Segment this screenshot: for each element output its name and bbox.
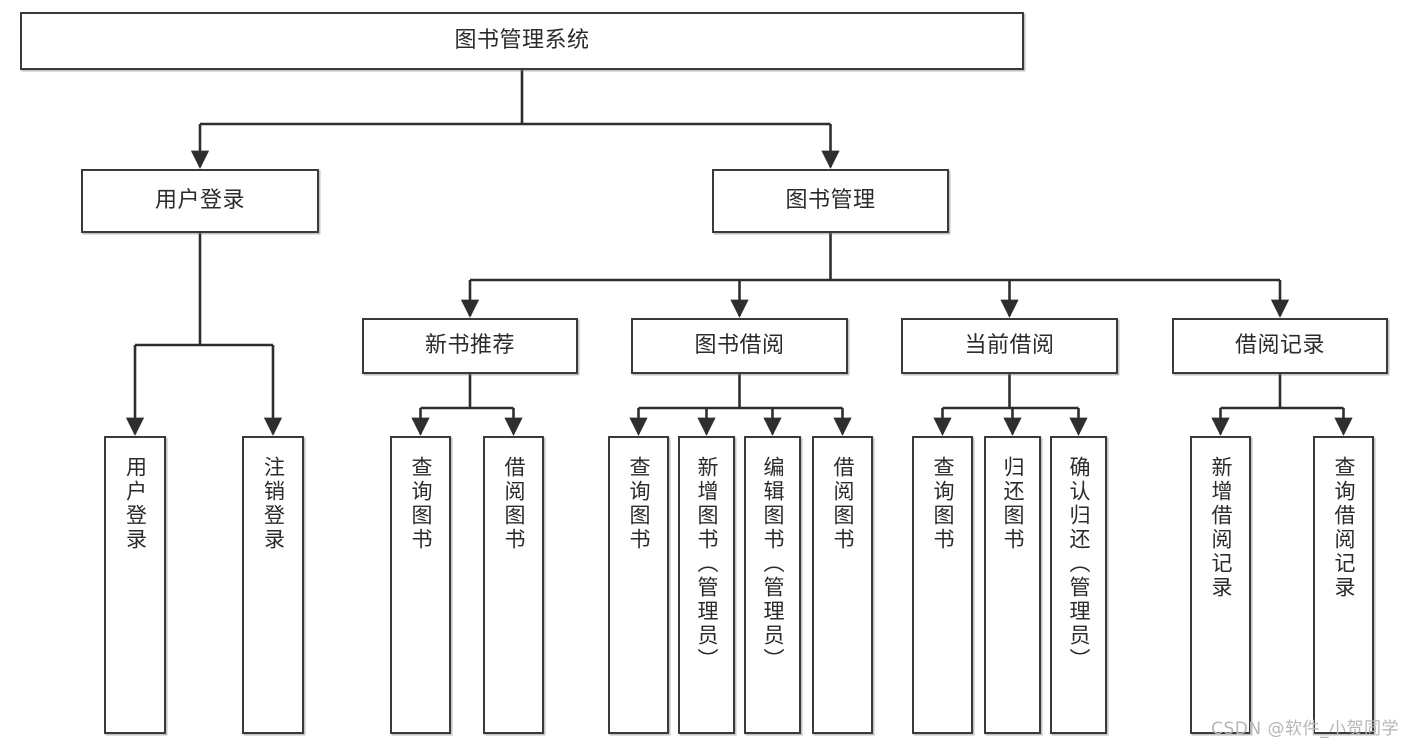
node-user-login[interactable]: 用户登录 — [81, 169, 319, 233]
node-label: 新书推荐 — [424, 333, 515, 359]
node-label: 查询图书 — [627, 456, 651, 552]
node-label: 用户登录 — [123, 456, 148, 552]
node-root[interactable]: 图书管理系统 — [20, 12, 1024, 70]
node-label: 查询借阅记录 — [1332, 456, 1356, 600]
node-leaf-query-book-2[interactable]: 查询图书 — [608, 436, 669, 734]
node-leaf-query-record[interactable]: 查询借阅记录 — [1313, 436, 1374, 734]
node-leaf-confirm-return[interactable]: 确认归还（管理员） — [1050, 436, 1107, 734]
node-current-borrow[interactable]: 当前借阅 — [901, 318, 1118, 374]
node-leaf-borrow-book-2[interactable]: 借阅图书 — [812, 436, 873, 734]
node-leaf-user-logout[interactable]: 注销登录 — [242, 436, 304, 734]
node-label: 归还图书 — [1001, 456, 1025, 552]
node-label: 图书借阅 — [694, 333, 785, 359]
node-borrow-record[interactable]: 借阅记录 — [1172, 318, 1388, 374]
csdn-watermark: CSDN @软件_小贺同学 — [1211, 719, 1399, 739]
node-leaf-edit-book[interactable]: 编辑图书（管理员） — [744, 436, 801, 734]
node-label: 新增借阅记录 — [1209, 456, 1233, 600]
node-label: 查询图书 — [931, 456, 955, 552]
node-label: 注销登录 — [261, 456, 286, 552]
node-label: 当前借阅 — [964, 333, 1055, 359]
node-leaf-query-book-1[interactable]: 查询图书 — [390, 436, 451, 734]
node-label: 编辑图书（管理员） — [761, 456, 785, 672]
node-label: 借阅记录 — [1234, 333, 1325, 359]
node-leaf-return-book[interactable]: 归还图书 — [984, 436, 1041, 734]
node-label: 借阅图书 — [502, 456, 526, 552]
node-label: 借阅图书 — [831, 456, 855, 552]
node-leaf-add-record[interactable]: 新增借阅记录 — [1190, 436, 1251, 734]
node-leaf-add-book[interactable]: 新增图书（管理员） — [678, 436, 735, 734]
node-label: 新增图书（管理员） — [695, 456, 719, 672]
node-label: 图书管理 — [785, 188, 876, 214]
node-label: 图书管理系统 — [454, 28, 590, 54]
node-new-book-rec[interactable]: 新书推荐 — [362, 318, 578, 374]
node-book-manage[interactable]: 图书管理 — [712, 169, 949, 233]
node-leaf-borrow-book-1[interactable]: 借阅图书 — [483, 436, 544, 734]
node-label: 确认归还（管理员） — [1067, 456, 1091, 672]
node-book-borrow[interactable]: 图书借阅 — [631, 318, 848, 374]
node-leaf-user-login[interactable]: 用户登录 — [104, 436, 166, 734]
node-leaf-query-book-3[interactable]: 查询图书 — [912, 436, 973, 734]
node-label: 查询图书 — [409, 456, 433, 552]
node-label: 用户登录 — [154, 188, 245, 214]
